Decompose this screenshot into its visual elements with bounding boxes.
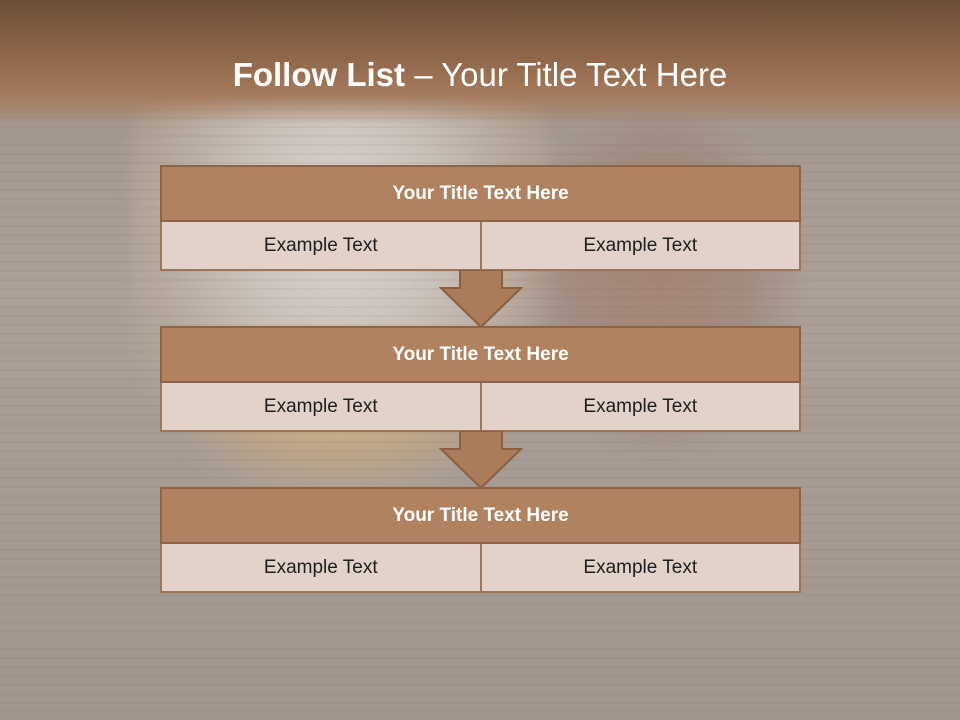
block-cell-left: Example Text: [160, 383, 482, 432]
block-title: Your Title Text Here: [160, 326, 801, 383]
block-cell-right: Example Text: [481, 222, 801, 271]
title-rest: – Your Title Text Here: [405, 56, 728, 93]
title-bold: Follow List: [232, 56, 406, 93]
header-band: [0, 0, 960, 125]
list-block-3: Your Title Text Here Example Text Exampl…: [160, 487, 801, 593]
block-row: Example Text Example Text: [160, 544, 801, 593]
block-cell-left: Example Text: [160, 222, 482, 271]
block-cell-right: Example Text: [481, 544, 801, 593]
arrow-down-icon: [439, 270, 523, 328]
block-cell-right: Example Text: [481, 383, 801, 432]
block-row: Example Text Example Text: [160, 222, 801, 271]
arrow-down-icon: [439, 431, 523, 489]
list-block-2: Your Title Text Here Example Text Exampl…: [160, 326, 801, 432]
block-title: Your Title Text Here: [160, 487, 801, 544]
block-cell-left: Example Text: [160, 544, 482, 593]
list-block-1: Your Title Text Here Example Text Exampl…: [160, 165, 801, 271]
block-row: Example Text Example Text: [160, 383, 801, 432]
page-title: Follow List – Your Title Text Here: [0, 56, 960, 94]
block-title: Your Title Text Here: [160, 165, 801, 222]
